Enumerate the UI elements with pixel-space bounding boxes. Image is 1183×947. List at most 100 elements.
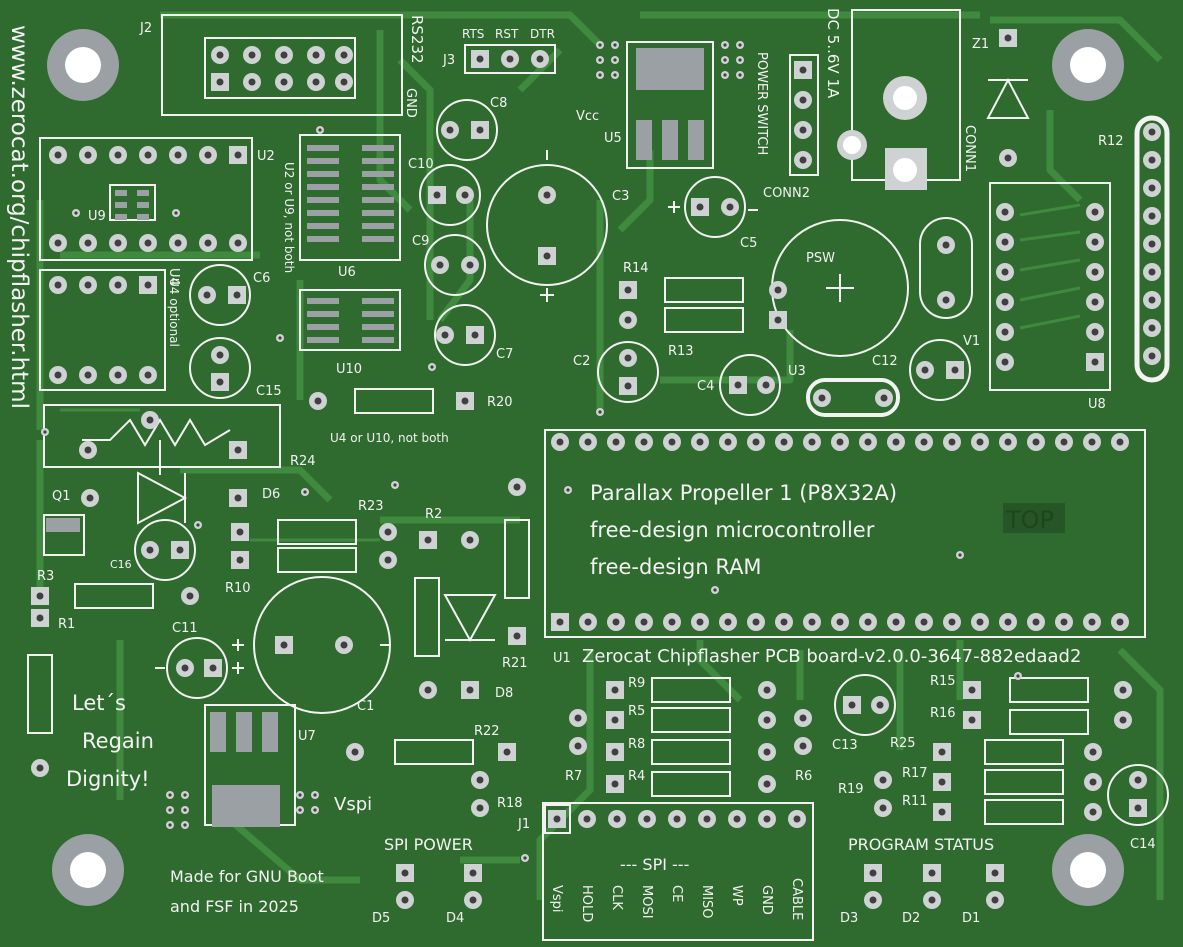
spi-pin-hold: HOLD: [579, 885, 594, 922]
rts-label: RTS: [462, 27, 484, 41]
ref-q1: Q1: [52, 489, 71, 504]
ref-r6: R6: [795, 769, 812, 784]
board-title: Zerocat Chipflasher PCB board-v2.0.0-364…: [582, 646, 1081, 667]
ref-c15: C15: [256, 384, 282, 399]
conn1-label: CONN1: [962, 125, 977, 172]
rst-label: RST: [495, 27, 519, 41]
ref-c5: C5: [740, 236, 757, 251]
ref-d3: D3: [840, 911, 858, 926]
vcc-label: Vcc: [576, 109, 599, 124]
ref-c4: C4: [697, 379, 714, 394]
ref-u6: U6: [338, 265, 356, 280]
spi-power-label: SPI POWER: [384, 835, 473, 854]
ref-u5: U5: [604, 131, 622, 146]
ref-d5: D5: [372, 911, 390, 926]
ref-r22: R22: [474, 724, 500, 739]
ref-u3: U3: [788, 364, 806, 379]
ref-r3: R3: [37, 569, 54, 584]
ref-r5: R5: [628, 704, 645, 719]
ref-r4: R4: [628, 769, 645, 784]
ref-r7: R7: [565, 769, 582, 784]
ref-r2: R2: [425, 507, 442, 522]
u2-u9-note: U2 or U9, not both: [282, 162, 296, 273]
ref-r24: R24: [290, 454, 316, 469]
slogan-1: Let´s: [72, 691, 126, 715]
ref-z1: Z1: [972, 37, 989, 52]
silkscreen-outlines: [27, 9, 1170, 941]
spi-title: --- SPI ---: [620, 855, 689, 874]
ref-r13: R13: [668, 344, 694, 359]
ref-r16: R16: [930, 706, 956, 721]
ref-c7: C7: [496, 347, 513, 362]
ref-r25: R25: [890, 736, 916, 751]
spi-pin-clk: CLK: [609, 885, 624, 910]
ref-c9: C9: [412, 234, 429, 249]
spi-pin-cable: CABLE: [789, 878, 804, 920]
silkscreen-labels: www.zerocat.org/chipflasher.html RS232 G…: [6, 8, 1081, 916]
ref-d2: D2: [902, 911, 920, 926]
ref-r9: R9: [628, 676, 645, 691]
dc-jack-pads: [837, 76, 927, 190]
url-text: www.zerocat.org/chipflasher.html: [6, 25, 32, 409]
ref-u10: U10: [336, 362, 362, 377]
ref-c8: C8: [490, 96, 507, 111]
ref-d6: D6: [262, 487, 280, 502]
program-status-label: PROGRAM STATUS: [848, 835, 994, 854]
spi-pin-wp: WP: [729, 885, 744, 906]
ref-c13: C13: [832, 738, 858, 753]
ref-c14: C14: [1130, 837, 1156, 852]
conn2-label: CONN2: [763, 186, 810, 201]
ref-j2: J2: [139, 21, 152, 36]
ref-r17: R17: [902, 766, 928, 781]
chip-line-2: free-design microcontroller: [590, 518, 875, 542]
spi-pin-ce: CE: [669, 885, 684, 902]
mounting-hole-tr: [1052, 29, 1124, 101]
chip-line-3: free-design RAM: [590, 555, 762, 579]
u4-optional-note: U4 optional: [167, 278, 181, 347]
rs232-label: RS232: [408, 15, 426, 64]
ref-r18: R18: [497, 796, 523, 811]
vspi-label: Vspi: [334, 794, 372, 815]
slogan-3: Dignity!: [66, 767, 150, 791]
ref-r19: R19: [838, 782, 864, 797]
ref-r15: R15: [930, 674, 956, 689]
ref-c12: C12: [872, 354, 898, 369]
mounting-hole-br: [1052, 834, 1124, 906]
thin-traces: [60, 203, 1081, 542]
ref-r23: R23: [358, 499, 384, 514]
slogan-2: Regain: [82, 729, 154, 753]
ref-u1: U1: [553, 651, 571, 666]
ref-c3: C3: [612, 189, 629, 204]
spi-pin-labels: Vspi HOLD CLK MOSI CE MISO WP GND CABLE: [549, 878, 804, 922]
ref-j3: J3: [442, 53, 455, 68]
reference-designators: J2 J3 J1 U2 U9 U4 U6 U10 U5 U3 U8 U7 U1 …: [37, 21, 1156, 926]
ref-d8: D8: [495, 686, 513, 701]
spi-pin-gnd: GND: [759, 885, 774, 915]
ref-r1: R1: [58, 617, 75, 632]
mounting-holes: [47, 29, 1124, 906]
ref-c2: C2: [573, 354, 590, 369]
ref-v1: V1: [963, 334, 980, 349]
spi-pin-vspi: Vspi: [549, 885, 564, 913]
ref-u2: U2: [257, 149, 275, 164]
ref-c10: C10: [408, 157, 434, 172]
made-for-2: and FSF in 2025: [170, 897, 299, 916]
psw-label: PSW: [806, 251, 835, 266]
ref-r11: R11: [902, 794, 928, 809]
made-for-1: Made for GNU Boot: [170, 867, 324, 886]
ref-c16: C16: [110, 558, 132, 571]
spi-pin-miso: MISO: [699, 885, 714, 919]
mounting-hole-tl: [47, 29, 119, 101]
ref-r12: R12: [1098, 134, 1124, 149]
ref-r20: R20: [487, 395, 513, 410]
ref-c11: C11: [172, 621, 198, 636]
smd-parts: [46, 48, 704, 827]
ref-u4: U4: [166, 268, 181, 286]
chip-line-1: Parallax Propeller 1 (P8X32A): [590, 481, 897, 505]
ref-r14: R14: [623, 261, 649, 276]
top-mark-box: [1003, 503, 1065, 533]
ref-r21: R21: [502, 656, 528, 671]
